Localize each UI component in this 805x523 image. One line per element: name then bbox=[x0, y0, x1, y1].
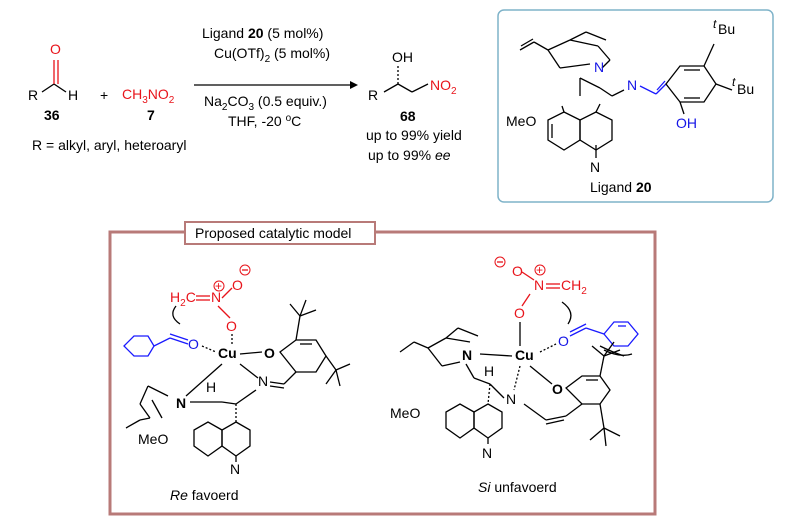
ligand-oh: OH bbox=[676, 115, 697, 131]
condition-3: Na2CO3 (0.5 equiv.) bbox=[204, 93, 327, 113]
product-structure: OH R NO2 68 bbox=[368, 49, 457, 124]
re-model-structure: H2C N + O O O Cu O N bbox=[123, 264, 351, 477]
condition-1: Ligand 20 (5 mol%) bbox=[202, 25, 323, 41]
si-nitronate-ch2: CH2 bbox=[561, 277, 587, 297]
condition-2: Cu(OTf)2 (5 mol%) bbox=[214, 45, 330, 65]
re-h: H bbox=[206, 379, 216, 395]
si-cu: Cu bbox=[515, 347, 534, 363]
si-aldehyde-o: O bbox=[558, 333, 569, 349]
r-group-text: R = alkyl, aryl, heteroaryl bbox=[32, 137, 186, 153]
re-nitronate-n: N bbox=[211, 289, 221, 305]
ee-text: up to 99% ee bbox=[368, 147, 451, 163]
si-nitronate-o2: O bbox=[514, 305, 525, 321]
aldehyde-structure: O R H 36 bbox=[28, 41, 78, 123]
ligand-caption: Ligand 20 bbox=[590, 179, 652, 195]
si-quinoline-n: N bbox=[482, 445, 492, 461]
re-quinuclidine-n: N bbox=[176, 395, 186, 411]
re-phenoxide-o: O bbox=[264, 345, 275, 361]
si-nitronate-o1: O bbox=[512, 263, 523, 279]
aldehyde-h: H bbox=[68, 87, 78, 103]
si-quinuclidine-n: N bbox=[462, 347, 472, 363]
re-nitronate-o2: O bbox=[226, 318, 237, 334]
nitromethane-formula: CH3NO2 bbox=[122, 86, 175, 106]
re-caption: Re favoerd bbox=[170, 487, 239, 503]
re-imine-n: N bbox=[258, 373, 268, 389]
ligand-structure: N N t Bu t Bu OH MeO N bbox=[506, 17, 754, 175]
plus-sign: + bbox=[100, 87, 108, 103]
re-quinoline-n: N bbox=[230, 461, 240, 477]
si-h: H bbox=[484, 363, 494, 379]
nitromethane-label: 7 bbox=[147, 107, 155, 123]
condition-4: THF, -20 oC bbox=[228, 113, 301, 129]
si-phenoxide-o: O bbox=[552, 381, 563, 397]
product-label: 68 bbox=[400, 108, 416, 124]
ligand-box bbox=[497, 9, 774, 203]
si-imine-n: N bbox=[506, 391, 516, 407]
aldehyde-r: R bbox=[28, 87, 38, 103]
re-nitronate-plus: + bbox=[215, 279, 222, 293]
ligand-tbu-top-prefix: t bbox=[713, 17, 717, 31]
product-oh: OH bbox=[392, 49, 413, 65]
ligand-n1: N bbox=[594, 59, 604, 75]
reaction-arrow bbox=[194, 81, 358, 89]
ligand-tbu-top: Bu bbox=[718, 21, 735, 37]
product-r: R bbox=[368, 87, 378, 103]
ligand-tbu-right-prefix: t bbox=[732, 75, 736, 89]
re-nitronate-h2c: H2C bbox=[170, 289, 196, 309]
yield-text: up to 99% yield bbox=[366, 127, 462, 143]
ligand-tbu-right: Bu bbox=[737, 81, 754, 97]
si-nitronate-n: N bbox=[534, 277, 544, 293]
si-meo: MeO bbox=[390, 405, 420, 421]
re-aldehyde-o: O bbox=[188, 336, 199, 352]
re-nitronate-o1: O bbox=[232, 277, 243, 293]
ligand-meo: MeO bbox=[506, 113, 536, 129]
aldehyde-oxygen: O bbox=[50, 41, 61, 57]
model-box bbox=[108, 230, 657, 516]
si-nitronate-plus: + bbox=[536, 263, 543, 277]
si-caption: Si unfavoerd bbox=[478, 479, 557, 495]
nitromethane: CH3NO2 7 bbox=[122, 86, 175, 123]
re-cu: Cu bbox=[218, 345, 237, 361]
re-meo: MeO bbox=[138, 431, 168, 447]
si-model-structure: O N + CH2 O O Cu O N bbox=[390, 256, 639, 461]
model-title: Proposed catalytic model bbox=[195, 225, 351, 241]
product-no2: NO2 bbox=[430, 77, 457, 97]
model-title-box bbox=[184, 221, 376, 245]
ligand-quinoline-n: N bbox=[590, 159, 600, 175]
aldehyde-label: 36 bbox=[44, 107, 60, 123]
ligand-n2: N bbox=[627, 77, 637, 93]
